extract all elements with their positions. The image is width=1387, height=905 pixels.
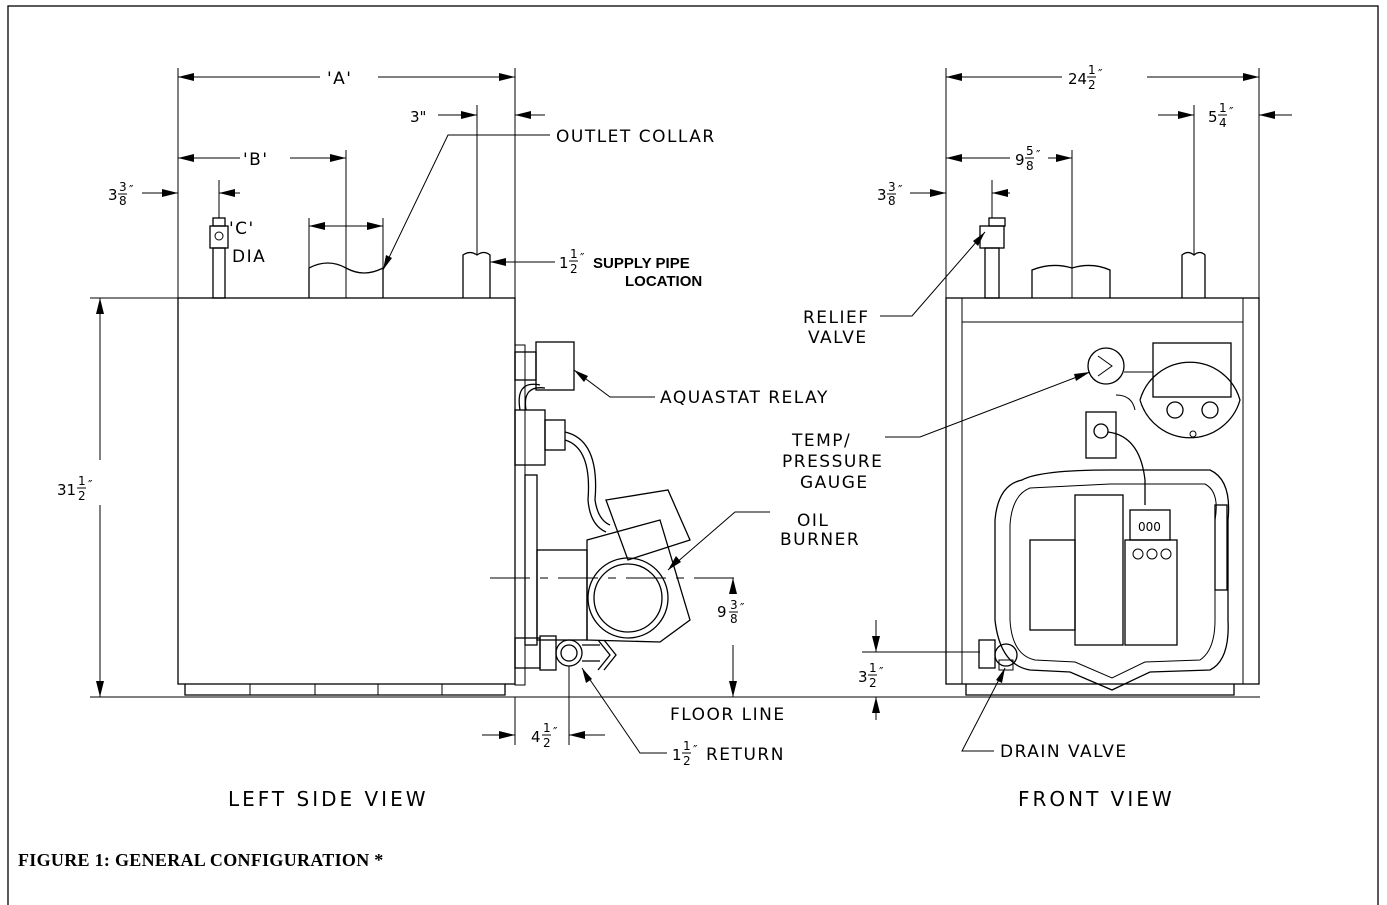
svg-text:1: 1 — [78, 474, 86, 488]
svg-text:″: ″ — [879, 665, 884, 679]
svg-text:5: 5 — [1026, 144, 1034, 158]
aquastat-relay-unit — [514, 341, 611, 533]
supply-pipe-label-line1: SUPPLY PIPE — [593, 255, 690, 272]
dim-nine-five-eighths: 9 — [1015, 151, 1025, 169]
relief-valve-label-line2: VALVE — [808, 328, 868, 348]
temp-gauge-label-line2: PRESSURE — [782, 452, 883, 472]
svg-text:2: 2 — [570, 262, 578, 276]
front-view-title: FRONT VIEW — [1018, 787, 1175, 811]
dim-b-label: 'B' — [243, 150, 269, 170]
svg-text:1: 1 — [543, 721, 551, 735]
temp-gauge-label-line1: TEMP/ — [791, 431, 851, 451]
drain-valve-symbol — [994, 643, 1018, 667]
svg-text:000: 000 — [1138, 520, 1161, 534]
dim-a-label: 'A' — [327, 69, 352, 89]
dim-twenty-four-half: 24 — [1068, 70, 1087, 88]
svg-text:1: 1 — [570, 247, 578, 261]
dim-c-label: 'C' — [229, 219, 255, 239]
dim-four-half: 4 — [531, 728, 541, 746]
drain-valve-label: DRAIN VALVE — [1000, 742, 1128, 762]
svg-text:1: 1 — [683, 739, 691, 753]
dim-three-three-eighths-left: 3 — [108, 186, 118, 204]
outlet-collar-label: OUTLET COLLAR — [556, 127, 716, 147]
svg-text:2: 2 — [78, 489, 86, 503]
svg-text:3: 3 — [119, 180, 127, 194]
svg-text:″: ″ — [740, 601, 745, 615]
svg-text:″: ″ — [1098, 67, 1103, 81]
svg-text:1: 1 — [1219, 101, 1227, 115]
left-side-view-title: LEFT SIDE VIEW — [228, 787, 429, 811]
svg-text:2: 2 — [869, 676, 877, 690]
svg-text:3: 3 — [730, 598, 738, 612]
supply-pipe-label-line2: LOCATION — [625, 273, 702, 290]
svg-text:8: 8 — [119, 194, 127, 208]
svg-text:2: 2 — [1088, 78, 1096, 92]
svg-text:2: 2 — [543, 736, 551, 750]
svg-text:2: 2 — [683, 754, 691, 768]
left-supply-pipe — [462, 251, 491, 298]
left-boiler-body — [177, 297, 516, 685]
dim-nine-three-eighths: 9 — [717, 603, 727, 621]
svg-text:8: 8 — [888, 194, 896, 208]
front-relief-valve — [979, 217, 1006, 299]
dim-c-dia-label: DIA — [232, 247, 266, 267]
svg-text:″: ″ — [1229, 105, 1234, 119]
svg-text:″: ″ — [1036, 148, 1041, 162]
oil-burner-label-line1: OIL — [797, 511, 829, 531]
svg-text:1: 1 — [559, 254, 569, 272]
oil-burner-unit — [524, 474, 691, 646]
floor-line-label: FLOOR LINE — [670, 705, 786, 725]
left-relief-valve — [209, 217, 229, 299]
svg-text:8: 8 — [1026, 159, 1034, 173]
svg-text:3: 3 — [888, 180, 896, 194]
dim-five-quarter: 5 — [1208, 108, 1218, 126]
svg-text:″: ″ — [693, 743, 698, 757]
svg-text:1: 1 — [1088, 63, 1096, 77]
dim-three-three-eighths-front: 3 — [877, 186, 887, 204]
dim-thirty-one-half: 31 — [57, 481, 76, 499]
return-label: RETURN — [706, 745, 785, 765]
temp-gauge-label-line3: GAUGE — [800, 473, 869, 493]
svg-text:″: ″ — [898, 183, 903, 197]
dim-three-inch: 3" — [410, 108, 426, 126]
return-pipe — [514, 635, 617, 671]
svg-text:8: 8 — [730, 612, 738, 626]
svg-text:″: ″ — [580, 251, 585, 265]
svg-text:4: 4 — [1219, 116, 1227, 130]
temp-pressure-gauge-dial — [1087, 347, 1125, 385]
aquastat-relay-label: AQUASTAT RELAY — [660, 388, 829, 408]
svg-text:″: ″ — [88, 478, 93, 492]
dim-three-half: 3 — [858, 668, 868, 686]
left-boiler-base — [184, 684, 506, 696]
svg-text:″: ″ — [553, 725, 558, 739]
left-side-view: 'A' 'B' 'C' DIA 3" 3 3 8 ″ — [57, 68, 1260, 811]
svg-text:1: 1 — [869, 661, 877, 675]
figure-border — [7, 5, 1379, 905]
front-view: 000 24 1 2 ″ 9 5 8 ″ — [782, 63, 1292, 811]
svg-text:″: ″ — [129, 183, 134, 197]
figure-caption: FIGURE 1: GENERAL CONFIGURATION * — [18, 850, 384, 870]
relief-valve-label-line1: RELIEF — [803, 308, 870, 328]
svg-text:1: 1 — [672, 746, 682, 764]
oil-burner-label-line2: BURNER — [780, 530, 860, 550]
